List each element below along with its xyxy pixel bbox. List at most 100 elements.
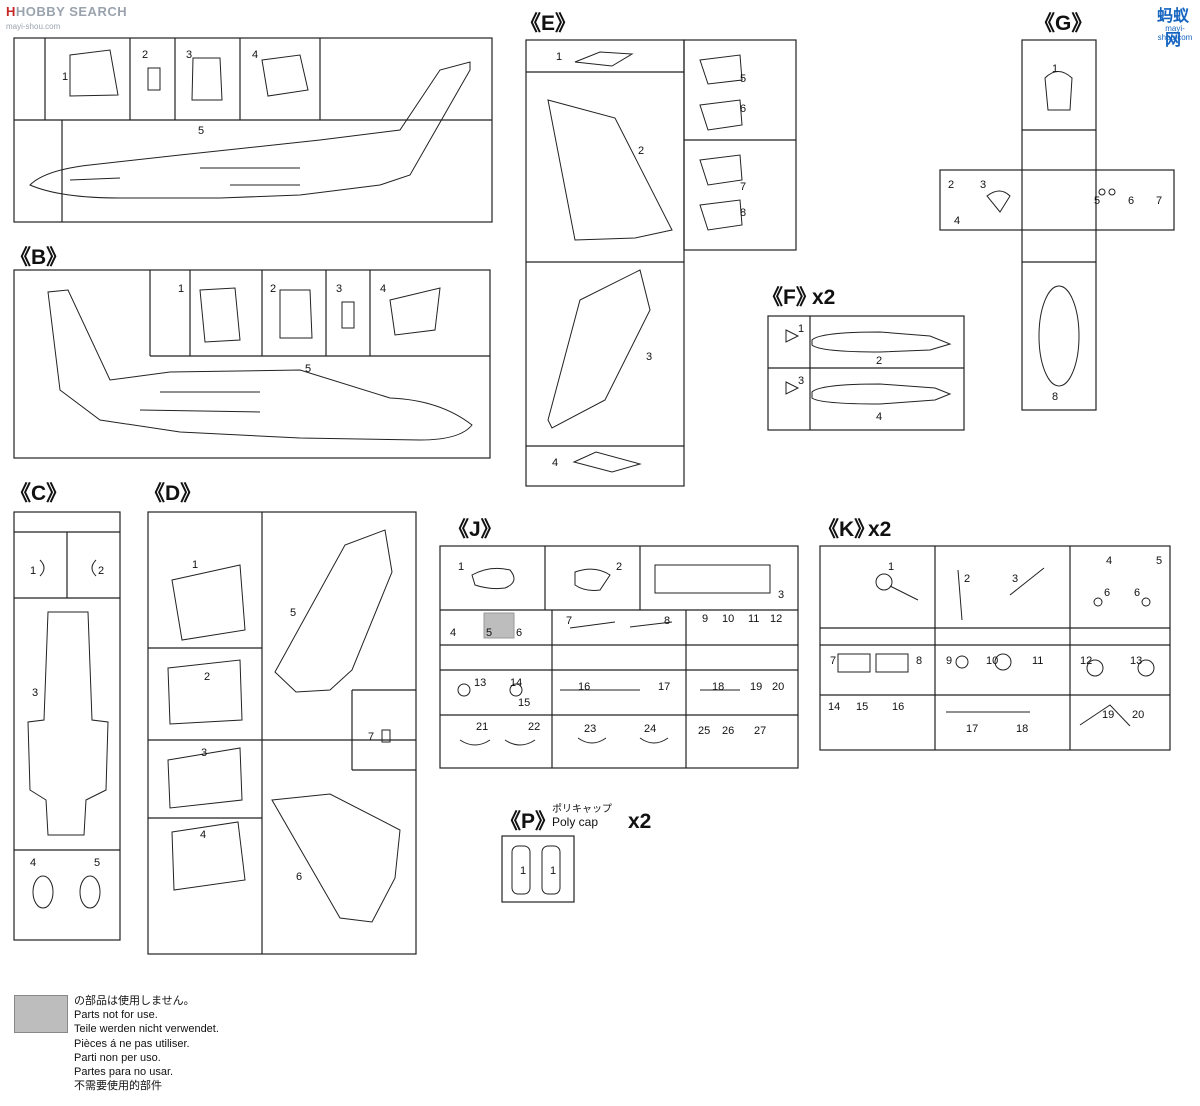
sprue-f-multiplier: x2: [812, 286, 835, 309]
sprue-g-frame: [1021, 39, 1097, 411]
polycap-title-en: Poly cap: [552, 815, 598, 829]
part-number: 11: [748, 613, 759, 625]
part-number: 6: [1128, 195, 1134, 207]
legend-line: Parts not for use.: [74, 1009, 158, 1022]
part-number: 4: [552, 457, 558, 469]
part-number: 4: [200, 829, 206, 841]
d1-part: [171, 564, 246, 641]
part-number: 25: [698, 725, 710, 737]
part-number: 3: [980, 179, 986, 191]
sprue-k-label: 《K》: [818, 517, 875, 541]
part-number: 15: [518, 697, 530, 709]
part-number: 3: [201, 747, 207, 759]
part-number: 23: [584, 723, 596, 735]
sprue-c-label: 《C》: [10, 481, 67, 505]
part-number: 7: [566, 615, 572, 627]
sprue-e-label: 《E》: [520, 11, 576, 35]
part-number: 4: [1106, 555, 1112, 567]
sprue-g-label: 《G》: [1034, 11, 1092, 35]
part-number: 19: [1102, 709, 1114, 721]
part-number: 2: [98, 565, 104, 577]
part-number: 5: [1156, 555, 1162, 567]
part-number: 6: [740, 103, 746, 115]
part-number: 4: [876, 411, 882, 423]
part-number: 2: [948, 179, 954, 191]
legend-line: Pièces á ne pas utiliser.: [74, 1037, 190, 1050]
part-number: 20: [772, 681, 784, 693]
f2-pod: [811, 331, 952, 353]
part-number: 27: [754, 725, 766, 737]
part-number: 22: [528, 721, 540, 733]
part-number: 18: [1016, 723, 1028, 735]
part-number: 5: [305, 363, 311, 375]
part-number: 26: [722, 725, 734, 737]
part-number: 1: [556, 51, 562, 63]
part-number: 3: [186, 49, 192, 61]
part-number: 5: [290, 607, 296, 619]
part-number: 16: [578, 681, 590, 693]
part-number: 5: [198, 125, 204, 137]
sprue-p-label: 《P》: [500, 809, 556, 833]
part-number: 8: [740, 207, 746, 219]
watermark-url: mayi-shou.com: [6, 22, 61, 31]
part-number: 10: [722, 613, 734, 625]
part-number: 3: [646, 351, 652, 363]
part-number: 7: [1156, 195, 1162, 207]
sprue-k-multiplier: x2: [868, 518, 891, 541]
part-number: 1: [888, 561, 894, 573]
part-number: 6: [1134, 587, 1140, 599]
part-number: 3: [798, 375, 804, 387]
sprue-f-frame: [767, 315, 965, 431]
j5-unused: [483, 612, 515, 639]
d3-wing: [274, 529, 393, 693]
part-number: 19: [750, 681, 762, 693]
part-number: 2: [204, 671, 210, 683]
part-number: 17: [658, 681, 670, 693]
part-number: 2: [616, 561, 622, 573]
e3-wing: [547, 269, 651, 429]
c3-part: [27, 611, 109, 836]
part-number: 2: [270, 283, 276, 295]
part-number: 1: [30, 565, 36, 577]
watermark-logo: 蚂蚁网: [1156, 6, 1189, 49]
f4-pod: [811, 383, 952, 405]
unused-parts-swatch: [14, 995, 68, 1033]
part-number: 4: [380, 283, 386, 295]
sprue-d-frame: [147, 511, 417, 955]
part-number: 14: [828, 701, 840, 713]
part-number: 5: [1094, 195, 1100, 207]
part-number: 5: [740, 73, 746, 85]
part-number: 8: [664, 615, 670, 627]
part-number: 4: [252, 49, 258, 61]
part-number: 1: [1052, 63, 1058, 75]
sprue-k-frame: [819, 545, 1171, 751]
part-number: 9: [946, 655, 952, 667]
g8-canopy: [1038, 285, 1080, 387]
part-number: 21: [476, 721, 488, 733]
legend-line: の部品は使用しません。: [74, 995, 195, 1007]
part-number: 17: [966, 723, 978, 735]
part-number: 4: [450, 627, 456, 639]
part-number: 3: [778, 589, 784, 601]
part-number: 5: [94, 857, 100, 869]
part-number: 18: [712, 681, 724, 693]
part-number: 4: [30, 857, 36, 869]
part-number: 6: [516, 627, 522, 639]
b5-fuselage: [47, 289, 473, 441]
part-number: 2: [964, 573, 970, 585]
part-number: 13: [1130, 655, 1142, 667]
sprue-j-label: 《J》: [448, 517, 502, 541]
sprue-c-frame: [13, 511, 121, 941]
part-number: 7: [830, 655, 836, 667]
part-number: 1: [458, 561, 464, 573]
legend-line: Partes para no usar.: [74, 1066, 174, 1079]
part-number: 3: [1012, 573, 1018, 585]
part-number: 24: [644, 723, 656, 735]
part-number: 5: [486, 627, 492, 639]
part-number: 15: [856, 701, 868, 713]
part-number: 12: [770, 613, 782, 625]
part-number: 3: [336, 283, 342, 295]
sprue-p-multiplier: x2: [628, 810, 651, 833]
part-number: 8: [916, 655, 922, 667]
